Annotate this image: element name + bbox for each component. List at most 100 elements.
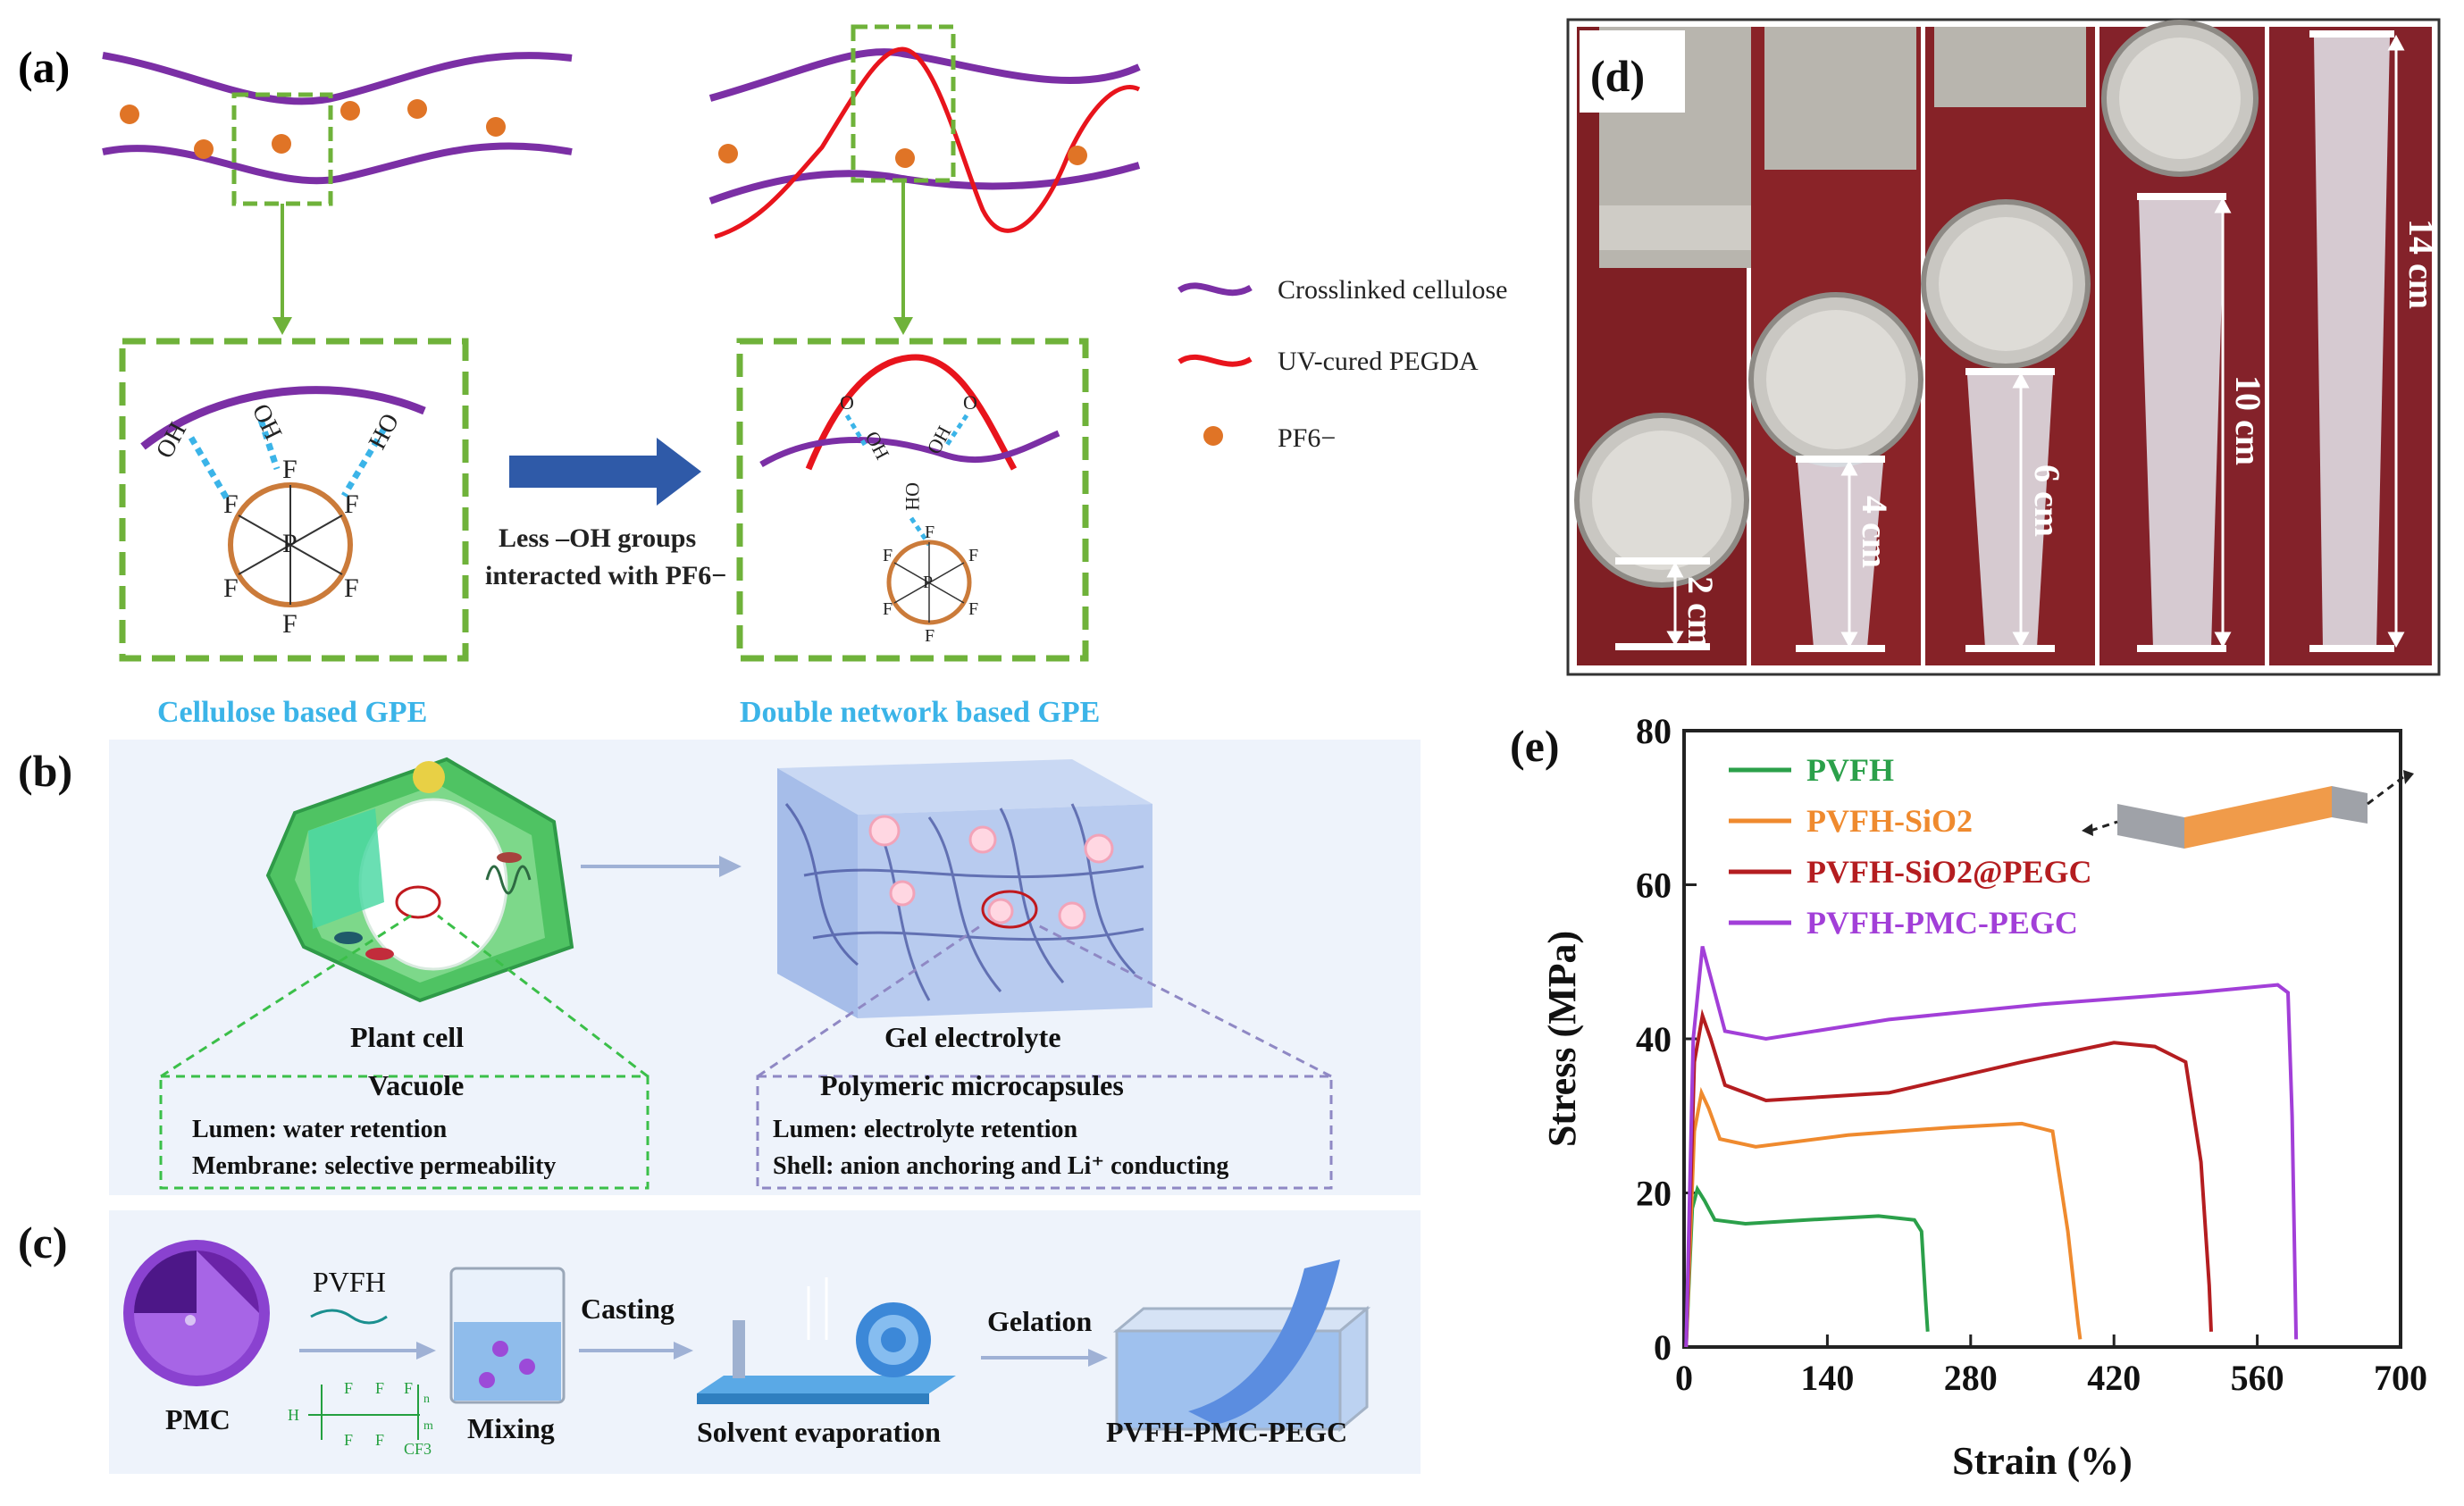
svg-text:P: P (282, 529, 298, 558)
svg-text:6 cm: 6 cm (2027, 464, 2067, 537)
svg-text:2 cm: 2 cm (1680, 576, 1721, 648)
legend-a: Crosslinked cellulose UV-cured PEGDA PF6… (1178, 275, 1507, 453)
x-tick-label: 0 (1675, 1358, 1693, 1398)
legend-label: PVFH (1806, 752, 1894, 788)
panel-b-label: (b) (18, 746, 72, 796)
x-tick-label: 280 (1944, 1358, 1998, 1398)
product-label: PVFH-PMC-PEGC (1106, 1416, 1347, 1448)
magnified-box-right (736, 338, 1089, 662)
series-line-0 (1684, 1184, 1930, 1348)
gelation-label: Gelation (987, 1305, 1093, 1337)
svg-text:F: F (344, 489, 359, 519)
mixing-label: Mixing (467, 1412, 555, 1444)
vacuole-title: Vacuole (368, 1069, 464, 1101)
svg-text:F: F (344, 573, 359, 603)
arrow-text-line1: Less –OH groups (499, 523, 696, 553)
svg-text:F: F (968, 546, 978, 565)
series-line-3 (1684, 945, 2299, 1348)
svg-text:P: P (923, 573, 933, 592)
y-tick-label: 0 (1654, 1327, 1672, 1368)
panel-a-label: (a) (18, 42, 70, 92)
svg-text:10 cm: 10 cm (2228, 375, 2268, 465)
x-tick-label: 420 (2087, 1358, 2141, 1398)
transition-arrow (509, 438, 701, 506)
gel-electrolyte-title: Gel electrolyte (884, 1021, 1061, 1053)
svg-text:F: F (968, 599, 978, 619)
casting-illustration (697, 1277, 956, 1404)
vacuole-line2: Membrane: selective permeability (192, 1152, 556, 1180)
gel-electrolyte-illustration (777, 759, 1152, 1018)
panel-a: (a) P F F F F F F OH OH HO Cellulose bas… (18, 24, 1507, 729)
arrow-text-line2: interacted with PF6− (485, 561, 726, 590)
panel-c-label: (c) (18, 1217, 68, 1268)
pf6-ions-left (120, 99, 506, 159)
svg-text:14 cm: 14 cm (2401, 219, 2442, 309)
cellulose-strand-bottom-left (102, 142, 573, 185)
svg-text:F: F (404, 1379, 413, 1397)
magnified-box-left (119, 338, 469, 662)
svg-text:Crosslinked cellulose: Crosslinked cellulose (1278, 275, 1507, 305)
y-tick-label: 60 (1636, 866, 1672, 906)
x-tick-label: 560 (2231, 1358, 2284, 1398)
y-axis-label: Stress (MPa) (1540, 931, 1584, 1147)
caption-cellulose-gpe: Cellulose based GPE (157, 696, 427, 729)
svg-text:F: F (282, 609, 298, 639)
y-tick-label: 40 (1636, 1019, 1672, 1059)
plant-cell-title: Plant cell (350, 1021, 464, 1053)
panel-d-label: (d) (1590, 51, 1645, 101)
microcapsules-title: Polymeric microcapsules (820, 1069, 1124, 1101)
panel-b: (b) Plant cell G (18, 740, 1421, 1195)
tensile-photos (1574, 20, 2432, 665)
vacuole-line1: Lumen: water retention (192, 1116, 448, 1143)
microcapsules-line2: Shell: anion anchoring and Li⁺ conductin… (773, 1152, 1228, 1180)
y-tick-label: 80 (1636, 711, 1672, 751)
svg-text:OH: OH (901, 482, 924, 511)
pvfh-formula: H F F F F F CF3 m n (288, 1379, 433, 1458)
caption-double-network-gpe: Double network based GPE (740, 696, 1100, 729)
pmc-label: PMC (165, 1403, 230, 1435)
svg-text:F: F (344, 1379, 353, 1397)
svg-text:F: F (282, 455, 298, 484)
svg-text:F: F (223, 573, 239, 603)
pvfh-label: PVFH (313, 1266, 386, 1298)
microcapsules-line1: Lumen: electrolyte retention (773, 1116, 1078, 1143)
svg-text:F: F (883, 599, 893, 619)
x-tick-label: 140 (1800, 1358, 1854, 1398)
y-tick-label: 20 (1636, 1174, 1672, 1214)
series-line-2 (1684, 1008, 2213, 1348)
svg-text:F: F (925, 523, 934, 542)
plant-cell-illustration (265, 757, 574, 1003)
svg-text:F: F (925, 626, 934, 646)
solvent-evaporation-label: Solvent evaporation (697, 1416, 941, 1448)
svg-text:CF3: CF3 (404, 1440, 432, 1458)
legend-label: PVFH-PMC-PEGC (1806, 905, 2078, 941)
panel-e-label: (e) (1510, 721, 1560, 771)
length-labels: 2 cm 4 cm 6 cm 10 cm 14 cm (1680, 219, 2442, 648)
x-tick-label: 700 (2374, 1358, 2427, 1398)
panel-c: (c) PMC PVFH H F F F F F CF3 m n Mixing … (18, 1210, 1421, 1474)
sample-inset-icon (2082, 770, 2414, 849)
svg-text:O: O (963, 391, 977, 414)
svg-text:m: m (423, 1419, 433, 1433)
svg-text:F: F (344, 1431, 353, 1449)
zoom-box-left (231, 92, 333, 206)
svg-text:O: O (840, 391, 854, 414)
svg-text:H: H (288, 1406, 299, 1424)
gelation-container (1112, 1259, 1371, 1433)
svg-text:F: F (375, 1379, 384, 1397)
panel-d: 2 cm 4 cm 6 cm 10 cm 14 cm (d) (1566, 18, 2442, 676)
cellulose-strand-top-left (102, 52, 573, 105)
series-line-1 (1684, 1086, 2083, 1348)
svg-text:PF6−: PF6− (1278, 423, 1336, 453)
length-arrows (1666, 34, 2405, 648)
svg-text:F: F (883, 546, 893, 565)
x-axis-label: Strain (%) (1952, 1439, 2133, 1483)
legend-label: PVFH-SiO2 (1806, 803, 1973, 839)
svg-text:UV-cured PEGDA: UV-cured PEGDA (1278, 347, 1479, 376)
svg-text:F: F (375, 1431, 384, 1449)
svg-text:4 cm: 4 cm (1855, 496, 1895, 568)
legend-label: PVFH-SiO2@PEGC (1806, 854, 2091, 890)
casting-label: Casting (581, 1293, 675, 1325)
